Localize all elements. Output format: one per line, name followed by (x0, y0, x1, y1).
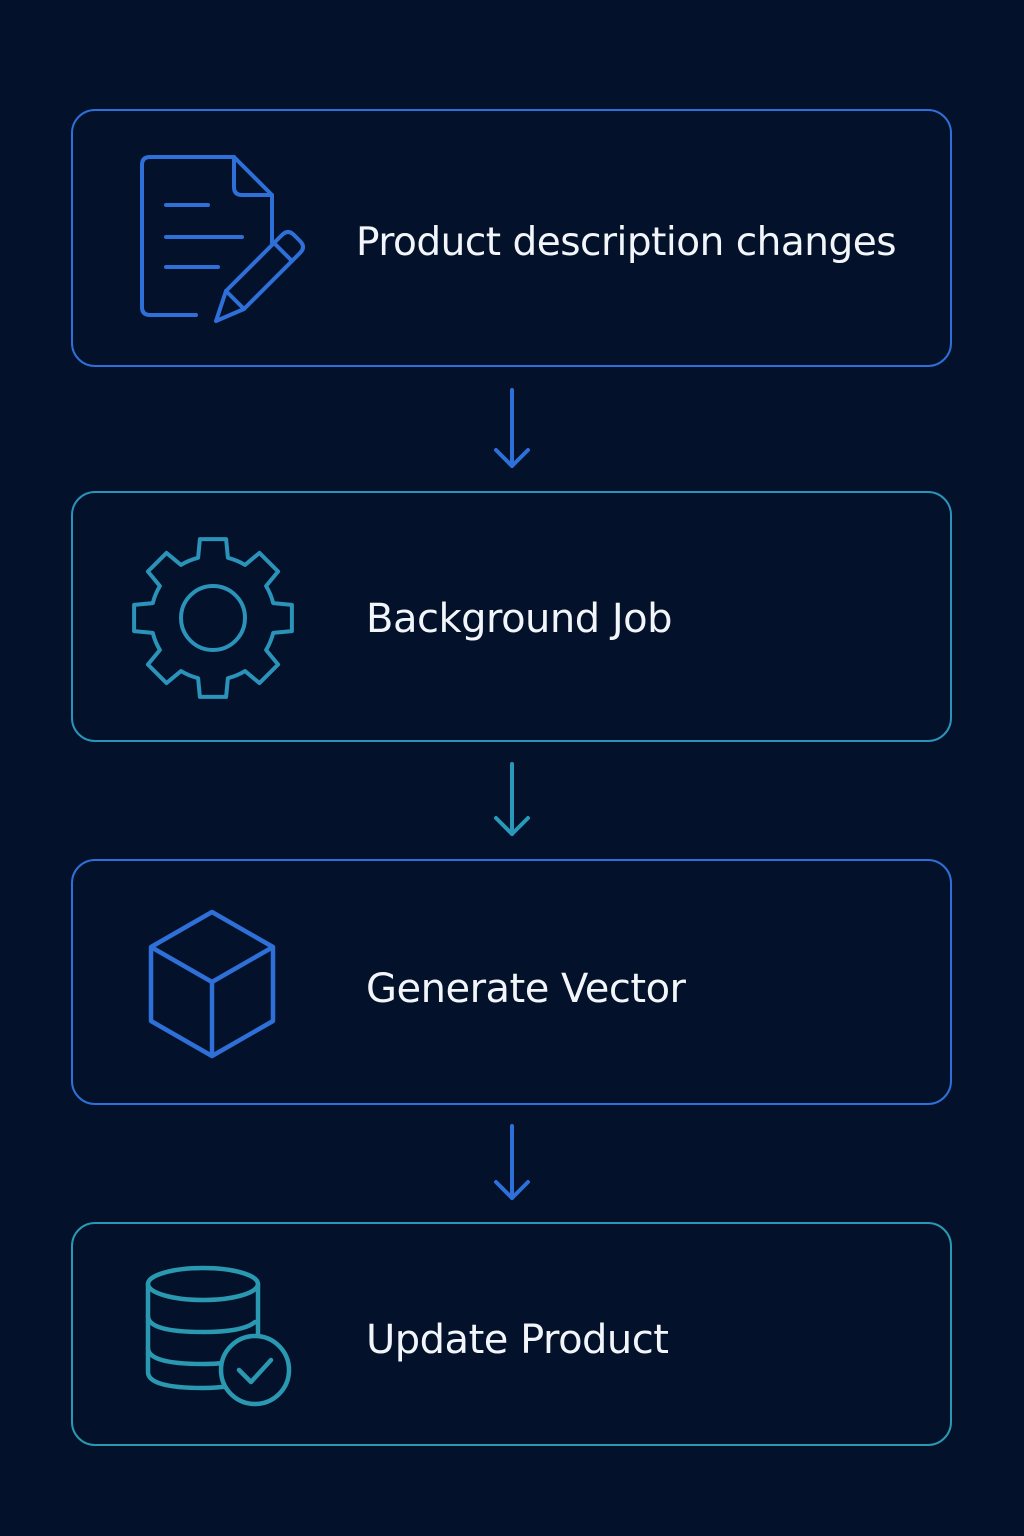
step-product-description-changes: Product description changes (71, 109, 952, 367)
gear-icon (128, 533, 298, 708)
step-label: Product description changes (356, 220, 897, 265)
step-label: Generate Vector (366, 966, 686, 1012)
database-check-icon (145, 1264, 295, 1419)
document-edit-icon (136, 155, 306, 340)
arrow-down-icon (494, 1124, 530, 1200)
arrow-down-icon (494, 762, 530, 836)
step-label: Background Job (366, 596, 673, 642)
step-update-product: Update Product (71, 1222, 952, 1446)
step-generate-vector: Generate Vector (71, 859, 952, 1105)
step-label: Update Product (366, 1317, 669, 1363)
arrow-down-icon (494, 388, 530, 468)
cube-icon (147, 909, 277, 1066)
step-background-job: Background Job (71, 491, 952, 742)
